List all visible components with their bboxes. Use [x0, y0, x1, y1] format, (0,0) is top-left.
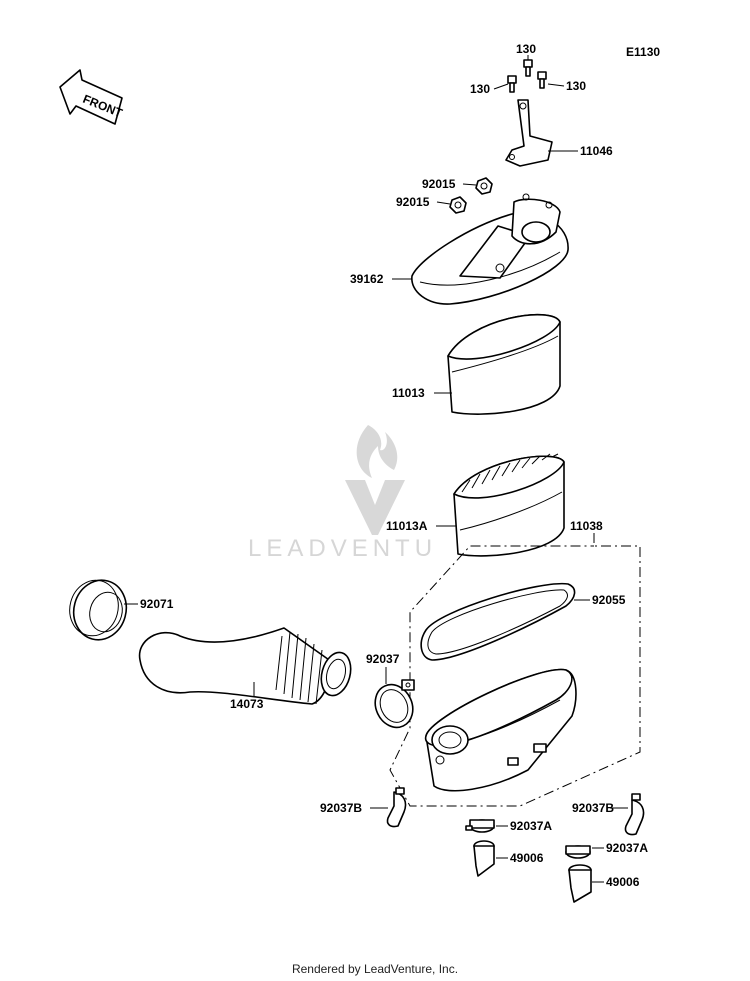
- label-14073: 14073: [230, 697, 264, 711]
- duct-icon: [138, 627, 352, 705]
- label-92071: 92071: [140, 597, 174, 611]
- air-case-icon: [424, 668, 577, 792]
- label-92015-upper: 92015: [422, 177, 456, 191]
- label-39162: 39162: [350, 272, 384, 286]
- label-92037A-left: 92037A: [510, 819, 552, 833]
- bracket-icon: [505, 99, 553, 167]
- label-11046: 11046: [580, 144, 613, 158]
- clamp-a-left-icon: [465, 819, 495, 833]
- label-130-left: 130: [470, 82, 490, 96]
- label-92037B-right: 92037B: [572, 801, 614, 815]
- footer-credit: Rendered by LeadVenture, Inc.: [291, 962, 459, 976]
- foam-element-icon: [447, 313, 561, 415]
- gasket-icon: [420, 582, 576, 661]
- label-92055: 92055: [592, 593, 626, 607]
- label-92037: 92037: [366, 652, 400, 666]
- clamp-a-right-icon: [565, 845, 591, 859]
- watermark-text: LEADVENTU: [248, 535, 437, 562]
- label-11038: 11038: [570, 519, 603, 533]
- label-130-top: 130: [516, 42, 536, 56]
- clamp-b-left-icon: [386, 787, 407, 828]
- diagram-code: E1130: [626, 45, 660, 59]
- drain-right-icon: [568, 864, 592, 903]
- clamp-icon: [374, 679, 415, 729]
- front-arrow: FRONT: [59, 69, 125, 125]
- paper-element-icon: [453, 453, 565, 557]
- label-92037B-left: 92037B: [320, 801, 362, 815]
- cover-icon: [411, 193, 569, 305]
- bolt-icon: [507, 59, 547, 93]
- label-49006-right: 49006: [606, 875, 640, 889]
- nut-icon: [449, 177, 493, 214]
- label-49006-left: 49006: [510, 851, 544, 865]
- seal-ring-icon: [69, 579, 128, 641]
- clamp-b-right-icon: [624, 793, 645, 836]
- label-92015-lower: 92015: [396, 195, 430, 209]
- label-130-right: 130: [566, 79, 586, 93]
- label-11013A: 11013A: [386, 519, 428, 533]
- label-11013: 11013: [392, 386, 425, 400]
- watermark-logo: LEADVENTU: [248, 425, 437, 562]
- label-92037A-right: 92037A: [606, 841, 648, 855]
- drain-left-icon: [473, 840, 495, 877]
